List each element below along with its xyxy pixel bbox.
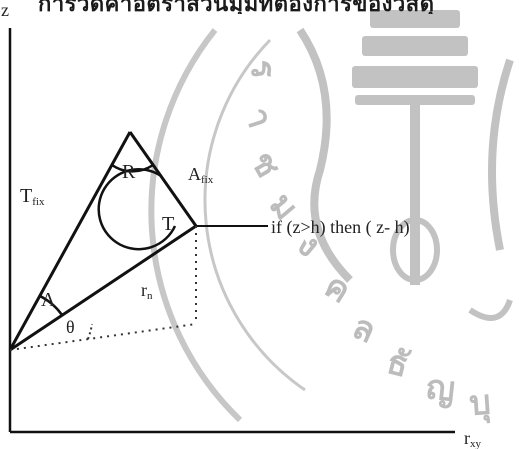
triangle-side-r-n (9, 224, 197, 352)
a-fix-label-main: A (188, 164, 201, 184)
page-header-text: การวัดค่าอัตราส่วนมุมที่ต้องการของวัสดุ (38, 0, 435, 14)
seal-letter: ญ (424, 368, 457, 410)
angle-theta-arc (87, 323, 93, 340)
t-fix-label-sub: fix (32, 196, 45, 208)
angle-theta-label: θ (66, 317, 75, 337)
seal-inner-ring (203, 38, 306, 392)
r-n-label: rn (141, 280, 153, 302)
a-fix-label: Afix (188, 164, 214, 186)
angle-t-label: T (162, 213, 174, 235)
triangle-side-a-fix (128, 131, 198, 227)
t-fix-label-main: T (20, 185, 32, 207)
seal-emblem (296, 10, 514, 321)
z-axis-label: z (1, 0, 9, 20)
r-n-label-sub: n (147, 290, 153, 302)
angle-a-label: A (41, 289, 56, 311)
triangle-side-t-fix (8, 131, 132, 351)
angle-r-arc (111, 163, 154, 173)
a-fix-label-sub: fix (201, 174, 214, 186)
seal-letter: บุ (468, 384, 492, 425)
r-axis-label-main: r (464, 428, 470, 448)
angle-t-arc (97, 168, 177, 251)
angle-r-label: R (122, 161, 136, 183)
r-axis-label: rxy (464, 428, 482, 449)
t-fix-label: Tfix (20, 185, 45, 208)
r-axis-label-sub: xy (470, 438, 482, 449)
angle-a-arc (39, 294, 64, 316)
condition-text: if (z>h) then ( z- h) (271, 217, 410, 238)
projection-horizontal-dotted (9, 323, 197, 351)
r-n-label-main: r (141, 280, 147, 300)
seal-outer-ring (148, 28, 243, 423)
